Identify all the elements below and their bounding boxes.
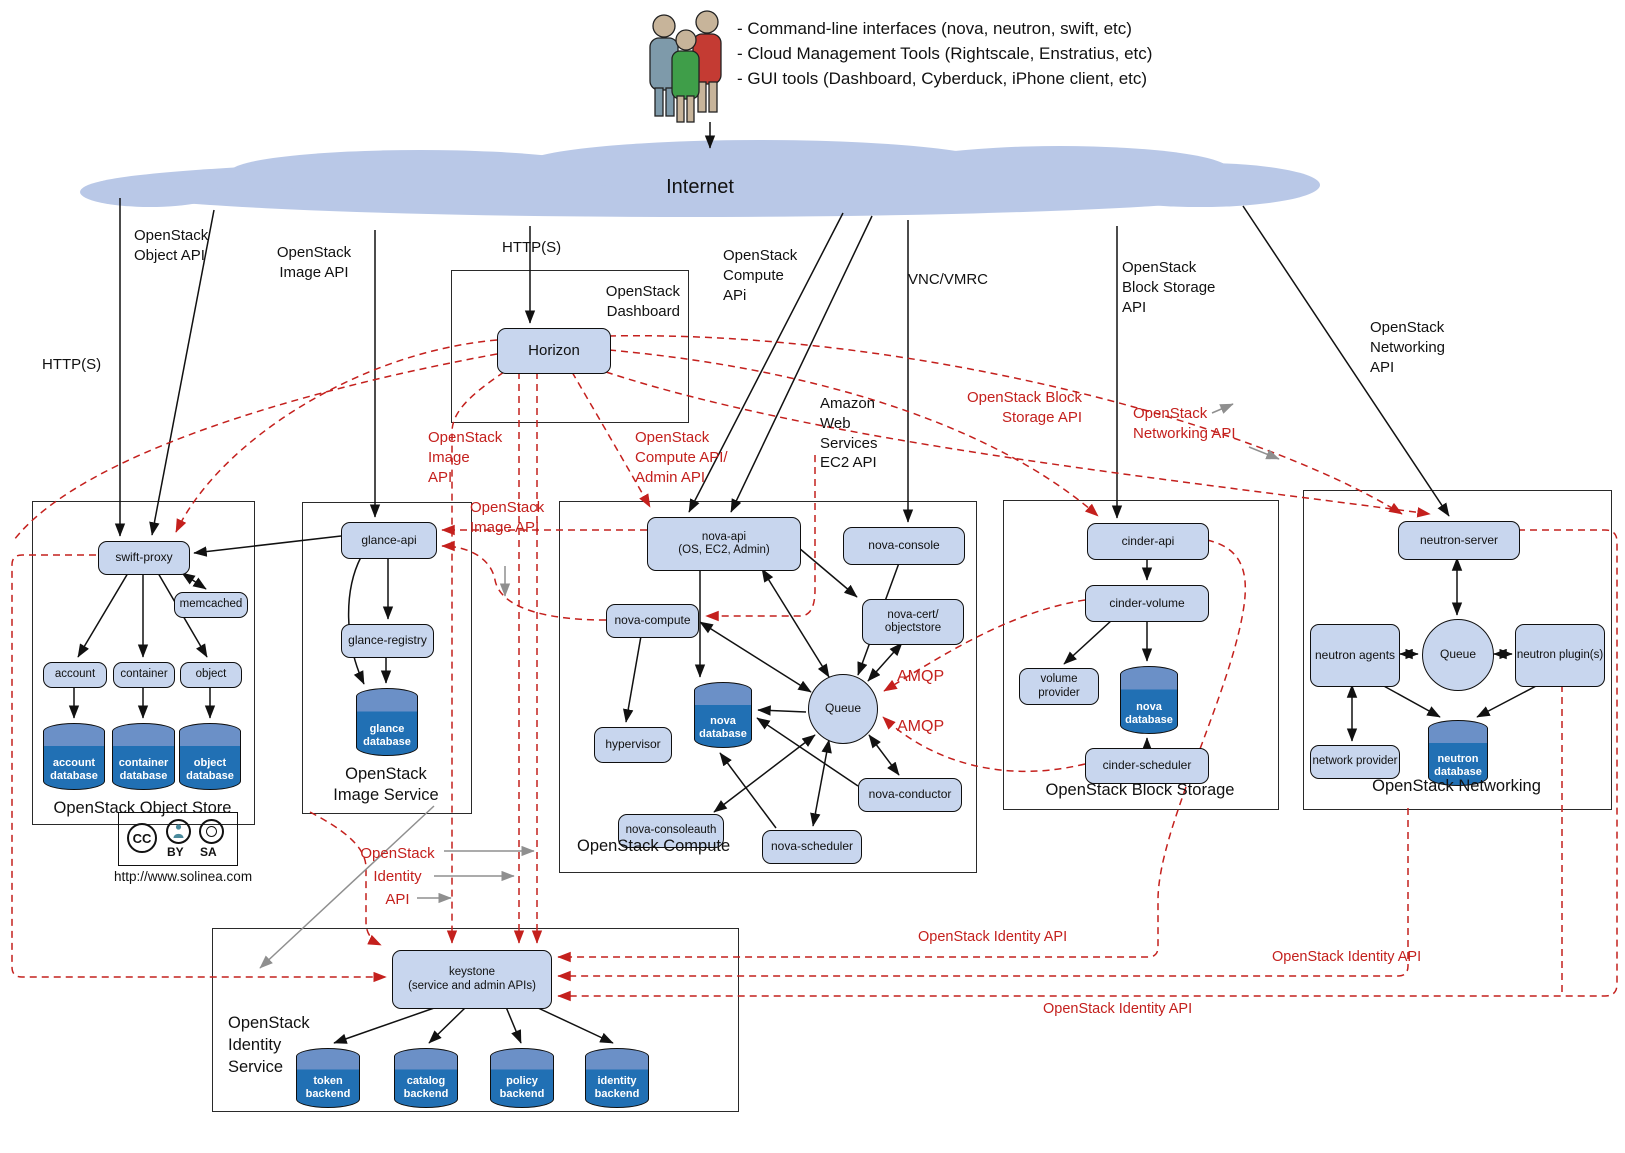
networking-queue-node: Queue	[1422, 619, 1494, 691]
token-backend-cylinder: token backend	[296, 1048, 360, 1108]
image-api-label: OpenStack Image API	[276, 244, 352, 281]
identity-api-red-label-1: OpenStack Identity API	[918, 929, 1068, 945]
catalog-backend-cylinder: catalog backend	[394, 1048, 458, 1108]
swift-proxy-node: swift-proxy	[98, 541, 190, 575]
red-dashed-lines	[11, 334, 1618, 1002]
compute-title: OpenStack Compute	[577, 837, 731, 855]
block-storage-title: OpenStack Block Storage	[1045, 781, 1235, 799]
cylinder-body	[490, 1056, 554, 1108]
nova-scheduler-node: nova-scheduler	[762, 830, 862, 864]
hypervisor-node: hypervisor	[594, 727, 672, 763]
networking-title: OpenStack Networking	[1372, 777, 1541, 795]
by-label: BY	[167, 845, 184, 859]
keystone-node: keystone (service and admin APIs)	[392, 950, 552, 1009]
identity-api-red-label-3: OpenStack Identity API	[1043, 1001, 1193, 1017]
glance-database-cylinder: glance database	[356, 688, 418, 756]
cylinder-body	[1428, 728, 1488, 786]
neutron-database-cylinder: neutron database	[1428, 720, 1488, 786]
cylinder-body	[43, 731, 105, 790]
compute-queue-node: Queue	[808, 674, 878, 744]
block-storage-api-label: OpenStack Block Storage API	[1122, 259, 1216, 316]
cylinder-body	[1120, 674, 1178, 734]
account-node: account	[43, 662, 107, 688]
internet-label: Internet	[666, 176, 734, 198]
neutron-plugins-node: neutron plugin(s)	[1515, 624, 1605, 687]
nova-conductor-node: nova-conductor	[858, 778, 962, 812]
networking-api-red-label: OpenStack Networking API	[1133, 405, 1236, 442]
nova-database-cylinder: nova database	[694, 682, 752, 748]
nova-console-node: nova-console	[843, 527, 965, 565]
cylinder-body	[296, 1056, 360, 1108]
cinder-nova-database-cylinder: nova database	[1120, 666, 1178, 734]
amqp-label-top: AMQP	[897, 668, 945, 685]
cylinder-body	[179, 731, 241, 790]
network-provider-node: network provider	[1310, 745, 1400, 779]
identity-title: OpenStack Identity Service	[228, 1014, 310, 1076]
cinder-scheduler-node: cinder-scheduler	[1085, 748, 1209, 784]
object-api-label: OpenStack Object API	[134, 227, 209, 264]
sa-label: SA	[200, 845, 217, 859]
gray-pointer-arrows	[259, 403, 1280, 969]
policy-backend-cylinder: policy backend	[490, 1048, 554, 1108]
compute-api-label: OpenStack Compute APi	[723, 247, 798, 304]
sa-icon	[199, 819, 224, 844]
networking-api-label: OpenStack Networking API	[1370, 319, 1446, 376]
amqp-label-bottom: AMQP	[897, 718, 945, 735]
identity-api-red-label-2: OpenStack Identity API	[1272, 949, 1422, 965]
nova-cert-node: nova-cert/ objectstore	[862, 599, 964, 645]
neutron-server-node: neutron-server	[1398, 521, 1520, 560]
cylinder-body	[356, 696, 418, 756]
users-icon	[649, 10, 722, 123]
black-arrows	[68, 122, 1539, 1044]
block-storage-api-red-label: OpenStack Block Storage API	[966, 389, 1082, 426]
cylinder-body	[585, 1056, 649, 1108]
account-database-cylinder: account database	[43, 723, 105, 790]
glance-registry-node: glance-registry	[341, 624, 434, 658]
image-api-red-label-nova: OpenStack Image API	[470, 499, 545, 536]
nova-api-node: nova-api (OS, EC2, Admin)	[647, 517, 801, 571]
vnc-vmrc-label: VNC/VMRC	[908, 271, 989, 288]
nova-compute-node: nova-compute	[606, 604, 699, 638]
neutron-agents-node: neutron agents	[1310, 624, 1400, 687]
http-center-label: HTTP(S)	[502, 239, 562, 256]
horizon-node: Horizon	[497, 328, 611, 374]
by-person-icon	[166, 819, 191, 844]
glance-api-node: glance-api	[341, 522, 437, 559]
http-left-label: HTTP(S)	[42, 356, 102, 373]
container-node: container	[113, 662, 175, 688]
cylinder-body	[394, 1056, 458, 1108]
volume-provider-node: volume provider	[1019, 668, 1099, 705]
dashboard-title: OpenStack Dashboard	[605, 283, 680, 320]
cc-license-badge: CC BY SA	[118, 812, 238, 866]
nova-consoleauth-node: nova-consoleauth	[618, 814, 724, 848]
cinder-api-node: cinder-api	[1087, 523, 1209, 560]
aws-ec2-label: Amazon Web Services EC2 API	[820, 395, 878, 472]
cc-icon: CC	[127, 823, 157, 853]
compute-admin-api-red-label: OpenStack Compute API/ Admin API	[635, 429, 728, 486]
person-glyph	[173, 824, 184, 838]
image-service-title: OpenStack Image Service	[333, 765, 439, 804]
identity-api-red-label-multiline: OpenStack Identity API	[360, 845, 435, 908]
user-tools-list: - Command-line interfaces (nova, neutron…	[737, 19, 1153, 88]
container-database-cylinder: container database	[112, 723, 175, 790]
object-database-cylinder: object database	[179, 723, 241, 790]
cinder-volume-node: cinder-volume	[1085, 585, 1209, 622]
object-node: object	[180, 662, 242, 688]
memcached-node: memcached	[174, 592, 248, 618]
sa-inner-ring	[206, 826, 217, 837]
image-api-red-label-horizon: OpenStack Image API	[428, 429, 503, 486]
internet-cloud	[80, 140, 1320, 217]
cylinder-body	[112, 731, 175, 790]
solinea-url: http://www.solinea.com	[114, 869, 253, 884]
identity-backend-cylinder: identity backend	[585, 1048, 649, 1108]
